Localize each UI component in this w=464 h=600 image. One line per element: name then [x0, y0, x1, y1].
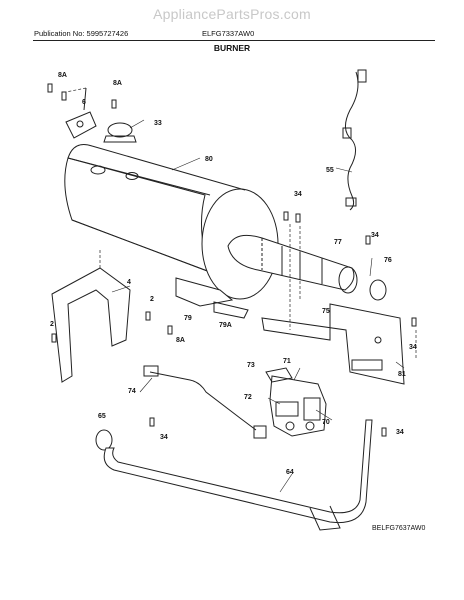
- callout-77: 77: [334, 239, 342, 246]
- igniter-wire: [143, 365, 267, 439]
- callout-73: 73: [247, 362, 255, 369]
- watermark: AppliancePartsPros.com: [153, 6, 311, 22]
- callout-76: 76: [384, 257, 392, 264]
- callout-81: 81: [398, 371, 406, 378]
- callout-79: 79: [184, 315, 192, 322]
- flame-sensor: [103, 122, 137, 143]
- callout-55: 55: [326, 167, 334, 174]
- section-title: BURNER: [213, 43, 251, 53]
- gas-pipe: [103, 419, 373, 531]
- callout-34-right: 34: [409, 344, 417, 351]
- callout-34-top: 34: [294, 191, 302, 198]
- bracket-79: [175, 277, 249, 319]
- burner-housing-drum: [64, 144, 279, 300]
- bracket-6: [65, 87, 97, 139]
- callout-8a-2: 8A: [113, 80, 122, 87]
- callout-8a-3: 8A: [176, 337, 185, 344]
- callout-64: 64: [286, 469, 294, 476]
- callout-79a: 79A: [219, 322, 232, 329]
- fitting-65: [95, 429, 113, 451]
- screws: [47, 83, 417, 437]
- header-rule: [33, 40, 435, 41]
- callout-80: 80: [205, 156, 213, 163]
- callout-75: 75: [322, 308, 330, 315]
- callout-8a-1: 8A: [58, 72, 67, 79]
- publication-number: Publication No: 5995727426: [34, 29, 129, 38]
- callout-70: 70: [322, 419, 330, 426]
- support-bracket-4: [51, 267, 131, 383]
- callout-2-a: 2: [150, 296, 154, 303]
- callout-71: 71: [283, 358, 291, 365]
- callout-34-low: 34: [160, 434, 168, 441]
- mounting-plate-81: [261, 303, 405, 385]
- callout-6: 6: [82, 99, 86, 106]
- callout-72: 72: [244, 394, 252, 401]
- model-number: ELFG7337AW0: [202, 29, 255, 38]
- wire-harness: [342, 69, 367, 211]
- leader-lines: [111, 119, 405, 493]
- callout-33: 33: [154, 120, 162, 127]
- assembly-guides: [65, 87, 417, 360]
- callout-34-top2: 34: [371, 232, 379, 239]
- callout-65: 65: [98, 413, 106, 420]
- gas-valve-assembly: [265, 367, 327, 437]
- callout-2-b: 2: [50, 321, 54, 328]
- callout-74: 74: [128, 388, 136, 395]
- callout-34-right2: 34: [396, 429, 404, 436]
- callout-4: 4: [127, 279, 131, 286]
- igniter-ring: [369, 279, 387, 301]
- diagram-code: BELFG7637AW0: [372, 525, 426, 532]
